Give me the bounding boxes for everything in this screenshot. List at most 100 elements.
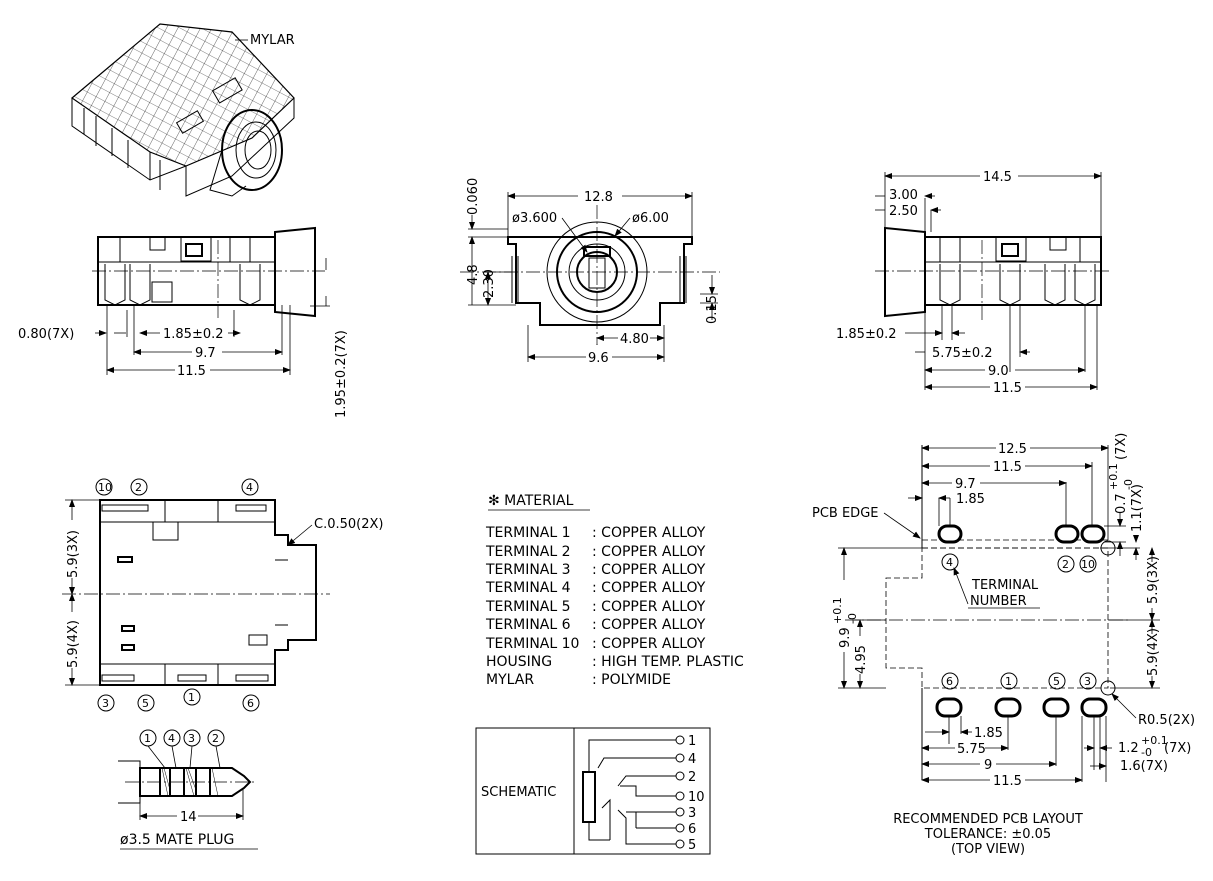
material-row-value: : COPPER ALLOY <box>592 525 706 541</box>
material-heading: ✻ MATERIAL <box>488 493 574 509</box>
pin-callouts-bottom: 3 5 1 6 <box>97 688 260 712</box>
dim-2-30: 2.30 <box>482 269 497 298</box>
front-body <box>507 236 693 326</box>
dim-1-95: 1.95±0.2(7X) <box>334 330 349 418</box>
pcb-caption-2: TOLERANCE: ±0.05 <box>924 827 1051 842</box>
schematic-label: SCHEMATIC <box>481 785 556 800</box>
svg-text:2: 2 <box>135 481 142 494</box>
svg-text:3: 3 <box>688 806 696 821</box>
pcb-caption-1: RECOMMENDED PCB LAYOUT <box>893 812 1083 827</box>
pcb-dim-12-5: 12.5 <box>998 442 1027 457</box>
svg-text:3: 3 <box>188 732 195 745</box>
svg-text:2: 2 <box>212 732 219 745</box>
material-row-value: : COPPER ALLOY <box>592 599 706 615</box>
dim-12-8: 12.8 <box>584 190 613 205</box>
pcb-dim-9-7: 9.7 <box>955 477 976 492</box>
pcb-pads-bottom <box>935 697 1108 718</box>
mylar-top-face <box>71 23 295 167</box>
pcb-edge-label: PCB EDGE <box>812 506 878 521</box>
dim-11-5-right: 11.5 <box>993 381 1022 396</box>
pcb-dim-0-7: 0.7 <box>1114 493 1129 514</box>
dim-3-00: 3.00 <box>889 188 918 203</box>
material-row-name: MYLAR <box>486 672 534 688</box>
pcb-dim-0-7-count: (7X) <box>1114 433 1129 460</box>
dim-14: 14 <box>180 810 197 825</box>
schematic-frame <box>475 727 711 855</box>
dim-6-00: ø6.00 <box>632 211 669 226</box>
dim-9-7: 9.7 <box>195 346 216 361</box>
svg-text:4: 4 <box>168 732 175 745</box>
dim-14-5: 14.5 <box>983 170 1012 185</box>
pcb-dim-4-95: 4.95 <box>854 645 869 674</box>
bottom-view: 5.9(3X) 5.9(4X) C.0.50(2X) 10 2 4 3 5 1 … <box>62 478 383 712</box>
material-row-name: TERMINAL 3 <box>485 562 571 578</box>
pcb-dim-11-5-bot: 11.5 <box>993 774 1022 789</box>
svg-text:5: 5 <box>1053 675 1060 688</box>
mylar-label: MYLAR <box>250 33 295 48</box>
svg-text:1: 1 <box>188 691 195 704</box>
dim-chamfer: C.0.50(2X) <box>314 517 383 532</box>
dim-3-600: ø3.600 <box>512 211 557 226</box>
pcb-dim-1-2-count: (7X) <box>1164 741 1191 756</box>
material-table: ✻ MATERIAL TERMINAL 1 : COPPER ALLOY TER… <box>485 493 744 688</box>
pcb-dim-1-1: 1.1(7X) <box>1130 484 1145 532</box>
pcb-dim-0-7-tol-up: +0.1 <box>1107 463 1120 490</box>
isometric-view: MYLAR <box>71 23 295 197</box>
material-row-value: : COPPER ALLOY <box>592 562 706 578</box>
material-row-value: : COPPER ALLOY <box>592 580 706 596</box>
schematic-pins: 1 4 2 10 3 6 5 <box>675 734 705 853</box>
svg-text:2: 2 <box>1062 558 1069 571</box>
material-row-value: : COPPER ALLOY <box>592 617 706 633</box>
schematic: SCHEMATIC 1 4 2 10 3 6 5 <box>475 727 711 855</box>
pin-callouts-top: 10 2 4 <box>95 478 259 496</box>
pcb-pads-top <box>937 524 1106 544</box>
dim-1-85-right: 1.85±0.2 <box>836 327 897 342</box>
material-row-value: : COPPER ALLOY <box>592 636 706 652</box>
dim-9-6: 9.6 <box>588 351 609 366</box>
dim-1-85: 1.85±0.2 <box>163 327 224 342</box>
svg-text:4: 4 <box>246 481 253 494</box>
dim-4-80: 4.80 <box>620 332 649 347</box>
pcb-dim-1-6: 1.6(7X) <box>1120 759 1168 774</box>
front-view: 12.8 ø3.600 ø6.00 0.060 4.8 2.30 0.15 4.… <box>460 178 720 366</box>
material-row-name: TERMINAL 5 <box>485 599 571 615</box>
material-row-value: : COPPER ALLOY <box>592 544 706 560</box>
terminal-number-label-1: TERMINAL <box>971 578 1039 593</box>
pcb-dim-9: 9 <box>984 758 992 773</box>
pcb-dim-9-9: 9.9 <box>838 627 853 648</box>
dim-11-5: 11.5 <box>177 364 206 379</box>
pcb-dim-1-2-tol-dn: -0 <box>1141 746 1152 759</box>
side-view-left: 0.80(7X) 1.85±0.2 9.7 11.5 1.95±0.2(7X) <box>18 226 349 418</box>
svg-text:6: 6 <box>247 697 254 710</box>
svg-text:10: 10 <box>688 790 705 805</box>
dim-5-9-4x: 5.9(4X) <box>66 620 81 668</box>
side-view-right: 14.5 3.00 2.50 1.85±0.2 5.75±0.2 9.0 11.… <box>836 170 1110 396</box>
svg-text:5: 5 <box>688 838 696 853</box>
pcb-dim-1-2: 1.2 <box>1118 741 1139 756</box>
bottom-body <box>99 499 317 686</box>
dim-0-80: 0.80(7X) <box>18 327 74 342</box>
dim-4-8: 4.8 <box>466 264 481 285</box>
pcb-dim-5-75: 5.75 <box>957 742 986 757</box>
pcb-dim-1-85-top: 1.85 <box>956 492 985 507</box>
svg-text:1: 1 <box>688 734 696 749</box>
dim-2-50: 2.50 <box>889 204 918 219</box>
svg-text:4: 4 <box>688 752 696 767</box>
material-row-name: TERMINAL 2 <box>485 544 571 560</box>
pcb-dim-5-9-3x: 5.9(3X) <box>1146 556 1161 604</box>
dim-9-0: 9.0 <box>988 364 1009 379</box>
pcb-dim-1-2-tol-up: +0.1 <box>1141 734 1168 747</box>
svg-text:1: 1 <box>144 732 151 745</box>
svg-text:5: 5 <box>142 697 149 710</box>
material-row-name: TERMINAL 6 <box>485 617 571 633</box>
pcb-caption-3: (TOP VIEW) <box>951 842 1025 857</box>
material-row-value: : HIGH TEMP. PLASTIC <box>592 654 744 670</box>
plug-title: ø3.5 MATE PLUG <box>120 832 234 848</box>
dim-0-060: 0.060 <box>466 178 481 215</box>
material-row-name: HOUSING <box>486 654 552 670</box>
material-rows: TERMINAL 1 : COPPER ALLOY TERMINAL 2 : C… <box>485 525 744 688</box>
svg-text:1: 1 <box>1005 675 1012 688</box>
material-row-value: : POLYMIDE <box>592 672 671 688</box>
pcb-layout: 4 2 10 6 1 5 3 PCB EDGE TERMINAL NUMBER … <box>812 433 1195 857</box>
